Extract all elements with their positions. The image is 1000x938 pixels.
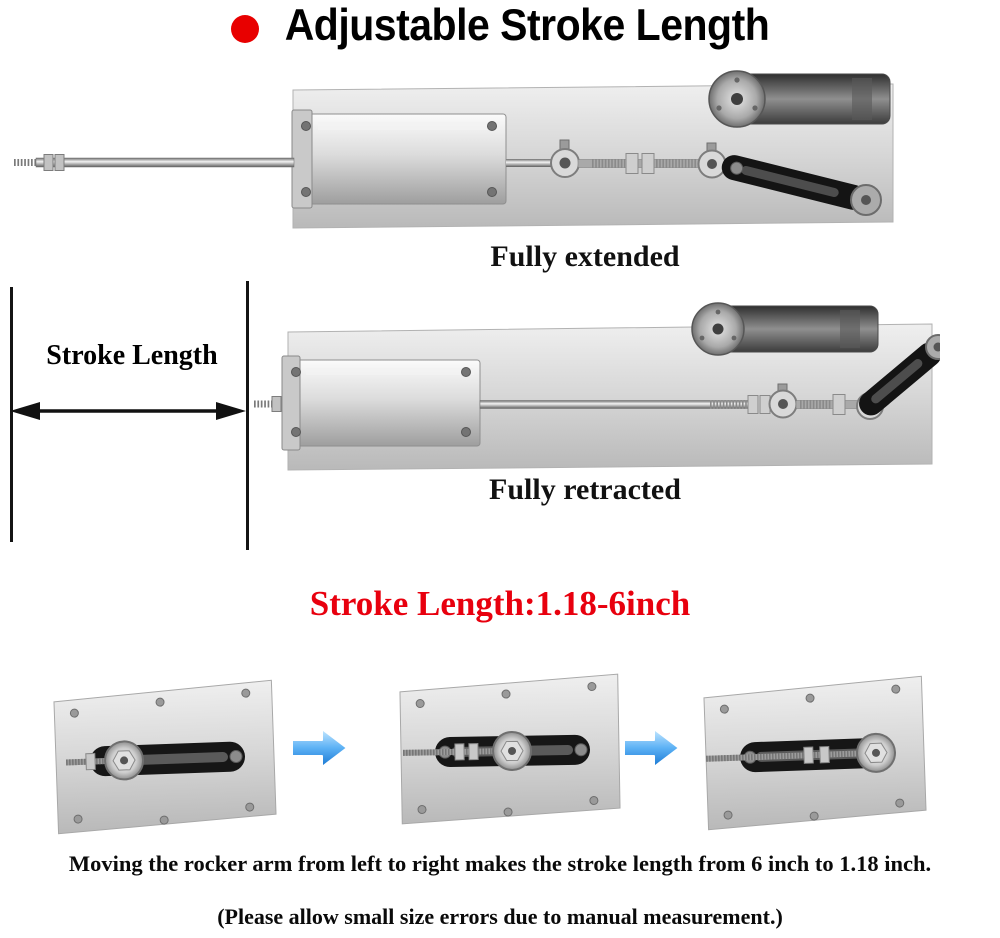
rod-end-joint (705, 732, 896, 773)
right-arrow-icon (291, 728, 348, 768)
rod-end-joint (402, 730, 533, 771)
stroke-length-spec: Stroke Length:1.18-6inch (309, 584, 691, 623)
rocker-left-illustration (53, 679, 277, 835)
caption-fully-extended: Fully extended (490, 240, 680, 273)
rocker-position-left-photo (47, 674, 282, 842)
stroke-double-arrow-icon (10, 402, 246, 420)
arm-hub-bolt (861, 195, 871, 205)
rocker-right-illustration (703, 675, 927, 831)
rocker-middle-illustration (399, 673, 621, 825)
rocker-position-middle-photo (394, 668, 627, 832)
retracted-actuator-photo (248, 300, 951, 478)
linkage (506, 139, 727, 179)
actuator-retracted-illustration (254, 302, 951, 471)
motor (691, 302, 879, 356)
stroke-right-line (246, 281, 249, 550)
extended-rod (14, 154, 295, 171)
actuator-extended-illustration (14, 70, 894, 229)
stroke-left-line (10, 287, 13, 542)
rod-end-joint (65, 740, 145, 781)
extended-actuator-photo (0, 70, 900, 250)
rocker-arm (721, 155, 867, 210)
cylinder-body (291, 109, 507, 209)
footer-instruction: Moving the rocker arm from left to right… (68, 851, 932, 876)
header: Adjustable Stroke Length (0, 0, 1000, 50)
right-arrow-icon (623, 728, 680, 768)
red-bullet-icon (230, 14, 259, 43)
rocker-arm (859, 342, 942, 416)
retracted-rod (254, 396, 282, 412)
rocker-position-right-photo (697, 670, 932, 838)
motor (708, 70, 891, 128)
cylinder-body (281, 355, 481, 451)
footer-disclaimer: (Please allow small size errors due to m… (217, 904, 783, 929)
page-title: Adjustable Stroke Length (284, 0, 770, 50)
stroke-length-label: Stroke Length (46, 340, 218, 371)
caption-fully-retracted: Fully retracted (489, 473, 681, 506)
